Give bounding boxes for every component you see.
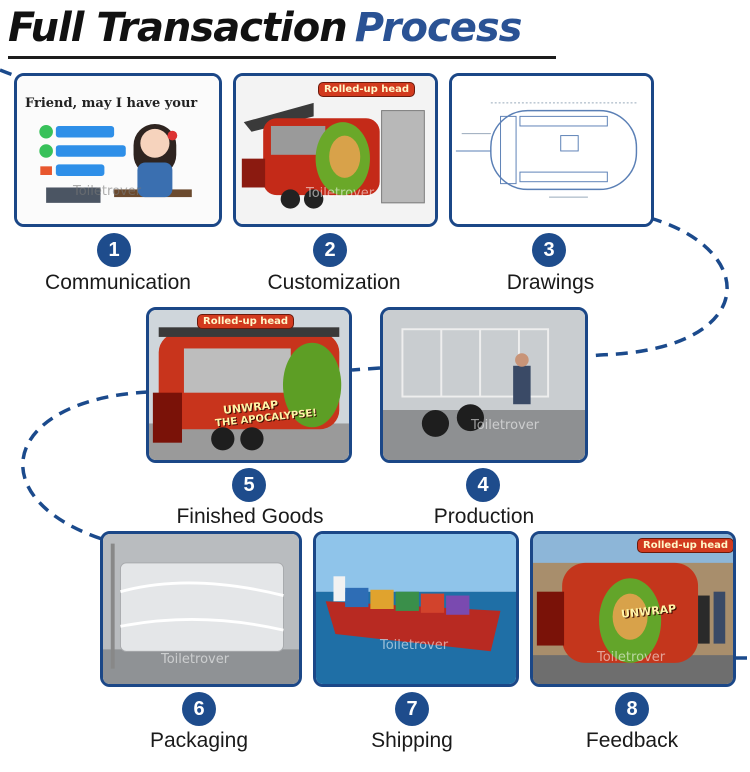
- title-underline: [8, 56, 556, 59]
- drawings-image: [449, 73, 654, 227]
- step-1-badge: 1: [97, 233, 131, 267]
- watermark: Toiletrover: [597, 650, 666, 665]
- step-3-badge: 3: [532, 233, 566, 267]
- packaging-image: Toiletrover: [100, 531, 302, 687]
- step-6-badge: 6: [182, 692, 216, 726]
- step-7-badge: 7: [395, 692, 429, 726]
- step-2-label: Customization: [267, 271, 401, 294]
- production-image: Toiletrover: [380, 307, 588, 463]
- step-8-badge: 8: [615, 692, 649, 726]
- shipping-image: Toiletrover: [313, 531, 519, 687]
- finished-goods-image: Rolled-up head UNWRAP THE APOCALYPSE!: [146, 307, 352, 463]
- watermark: Toiletrover: [380, 638, 449, 653]
- step-5-badge: 5: [232, 468, 266, 502]
- truck-sign: Rolled-up head: [637, 538, 733, 553]
- step-4-badge: 4: [466, 468, 500, 502]
- step-7-label: Shipping: [371, 729, 453, 752]
- step-6-label: Packaging: [149, 729, 249, 752]
- step-5-label: Finished Goods: [176, 505, 324, 528]
- watermark: Toiletrover: [73, 184, 142, 199]
- communication-caption: Friend, may I have your: [25, 96, 198, 111]
- truck-sign: Rolled-up head: [197, 314, 295, 329]
- step-2-badge: 2: [313, 233, 347, 267]
- customization-image: Rolled-up head Toiletrover: [233, 73, 438, 227]
- watermark: Toiletrover: [161, 652, 230, 667]
- truck-sign: Rolled-up head: [318, 82, 416, 97]
- communication-image: Friend, may I have your Toiletrover: [14, 73, 222, 227]
- step-3-label: Drawings: [506, 271, 595, 294]
- step-1-label: Communication: [45, 271, 191, 294]
- step-8-label: Feedback: [585, 729, 679, 752]
- feedback-image: Rolled-up head UNWRAP Toiletrover: [530, 531, 736, 687]
- watermark: Toiletrover: [471, 418, 540, 433]
- title-part-1: Full Transaction: [8, 5, 348, 51]
- watermark: Toiletrover: [306, 186, 375, 201]
- step-4-label: Production: [433, 505, 535, 528]
- title-part-2: Process: [354, 5, 523, 51]
